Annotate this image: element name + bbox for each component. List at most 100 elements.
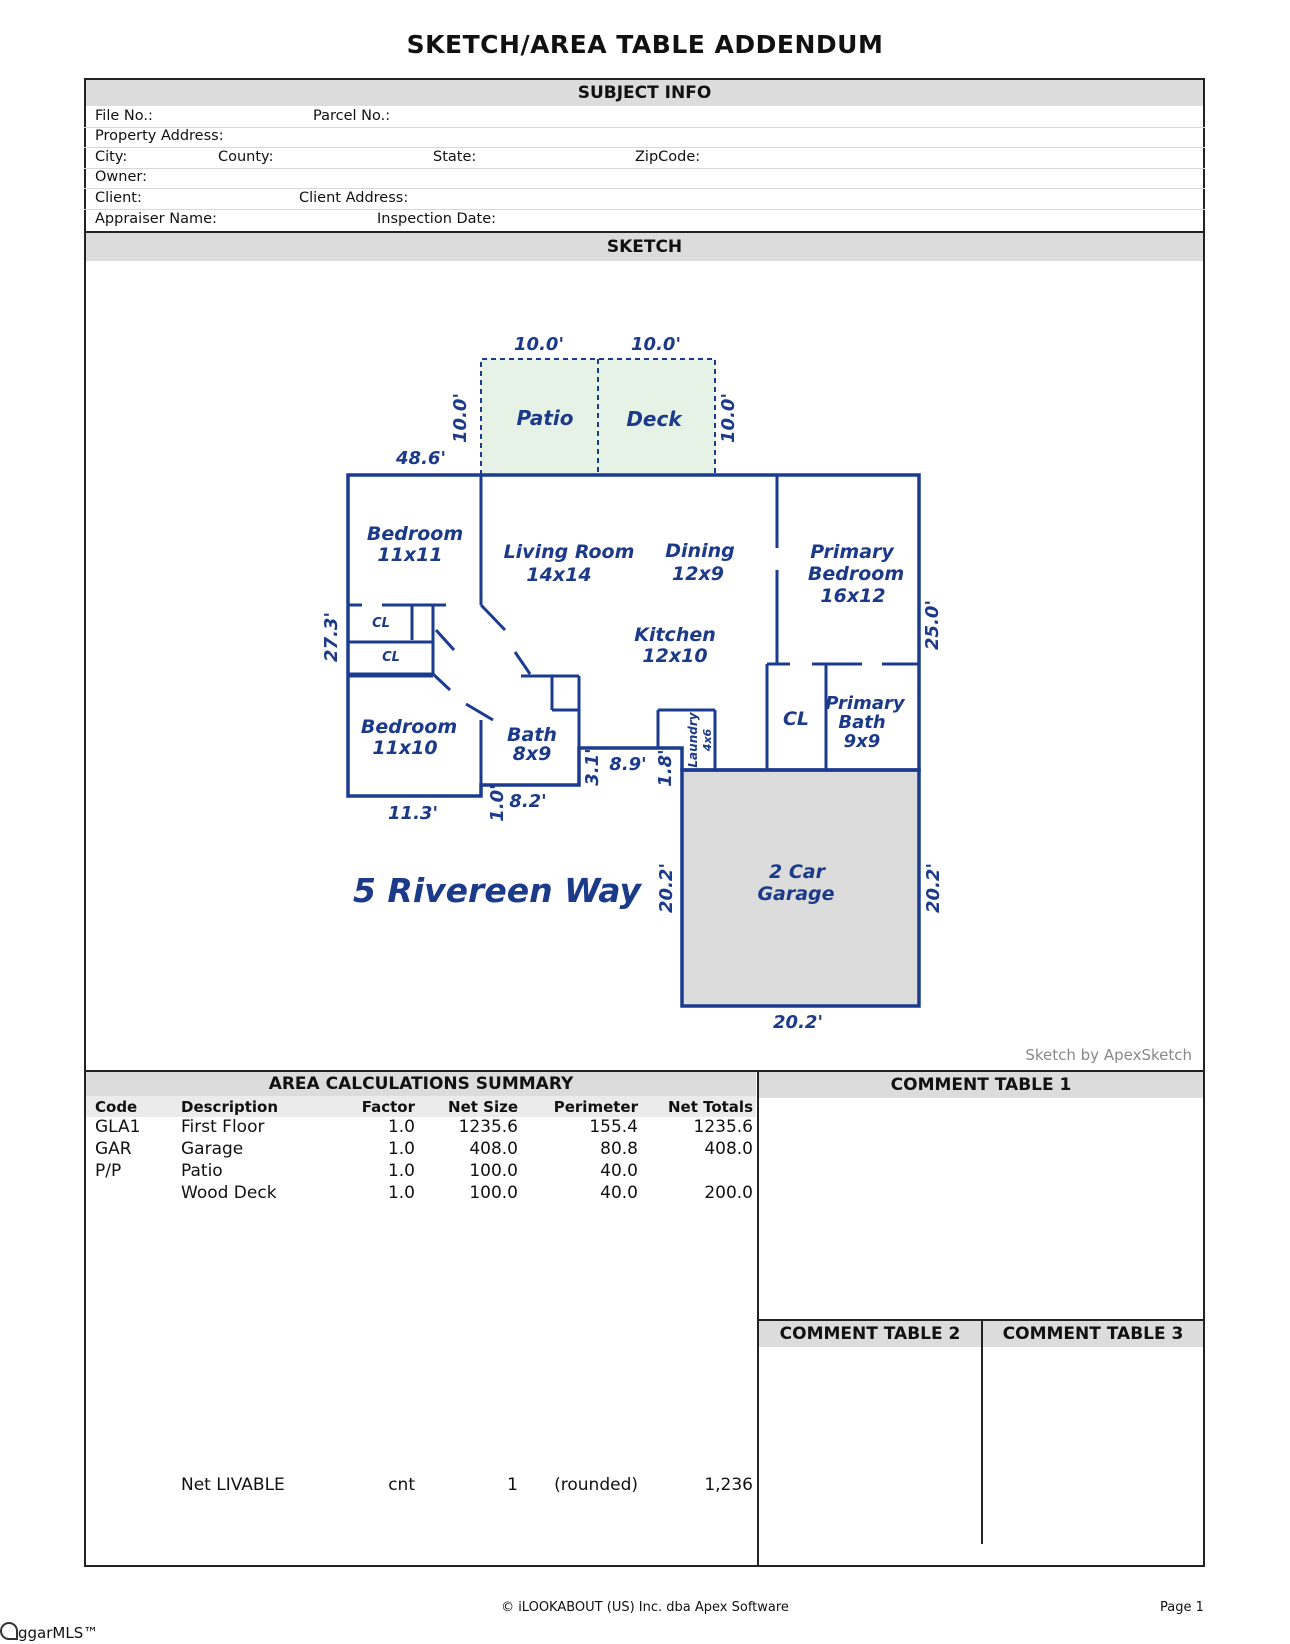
kitchen-size: 12x10 bbox=[642, 645, 707, 667]
kitchen-label: Kitchen bbox=[634, 624, 716, 646]
bath-label: Bath bbox=[507, 724, 557, 746]
dim-deck-right: 10.0' bbox=[718, 393, 739, 443]
col-net-totals: Net Totals bbox=[667, 1098, 753, 1116]
table-row-4-net-totals: 200.0 bbox=[704, 1183, 753, 1203]
table-row-4-net-size: 100.0 bbox=[469, 1183, 518, 1203]
table-row-1-code: GLA1 bbox=[95, 1117, 141, 1137]
col-net-size: Net Size bbox=[448, 1098, 518, 1116]
page-title: SKETCH/AREA TABLE ADDENDUM bbox=[406, 30, 884, 59]
mls-logo-text: ggarMLS™ bbox=[18, 1624, 99, 1642]
dim-middle-run: 8.9' bbox=[609, 754, 646, 775]
footer-page-number: Page 1 bbox=[1160, 1600, 1204, 1615]
street-name: 5 Rivereen Way bbox=[353, 871, 642, 910]
dim-right-wall: 25.0' bbox=[922, 600, 943, 650]
table-row-4-factor: 1.0 bbox=[387, 1183, 415, 1203]
state-label: State: bbox=[433, 149, 477, 165]
interior-walls bbox=[348, 475, 919, 785]
table-row-2-net-totals: 408.0 bbox=[704, 1139, 753, 1159]
area-column-header-band bbox=[86, 1096, 756, 1117]
laundry-size: 4x6 bbox=[701, 728, 714, 752]
col-perimeter: Perimeter bbox=[553, 1098, 638, 1116]
deck-area bbox=[598, 359, 715, 475]
table-row-4-description: Wood Deck bbox=[181, 1183, 277, 1203]
mls-watermark: ggarMLS™ bbox=[0, 1622, 98, 1642]
info-row-client: Client: Client Address: bbox=[84, 189, 1205, 210]
patio-area bbox=[481, 359, 598, 475]
bedroom2-size: 11x10 bbox=[372, 737, 437, 759]
living-room-label: Living Room bbox=[504, 541, 635, 563]
county-label: County: bbox=[218, 149, 274, 165]
col-factor: Factor bbox=[361, 1098, 415, 1116]
city-label: City: bbox=[95, 149, 128, 165]
info-row-file: File No.: Parcel No.: bbox=[84, 107, 1205, 128]
dining-label: Dining bbox=[665, 540, 734, 562]
bath-size: 8x9 bbox=[513, 743, 552, 765]
subject-info-heading: SUBJECT INFO bbox=[86, 80, 1203, 106]
table-row-1-net-size: 1235.6 bbox=[458, 1117, 518, 1137]
divider-comment-1-2 bbox=[759, 1319, 1205, 1321]
table-row-3-factor: 1.0 bbox=[387, 1161, 415, 1181]
dim-garage-left: 20.2' bbox=[656, 863, 677, 913]
primary-bath-size: 9x9 bbox=[844, 731, 881, 752]
table-row-3-net-size: 100.0 bbox=[469, 1161, 518, 1181]
sketch-credit: Sketch by ApexSketch bbox=[1025, 1046, 1192, 1064]
dim-garage-bottom: 20.2' bbox=[773, 1012, 823, 1033]
dim-top-wall: 48.6' bbox=[395, 448, 446, 469]
form-frame bbox=[84, 78, 1205, 1567]
table-row-1-description: First Floor bbox=[181, 1117, 265, 1137]
primary-bedroom-label-1: Primary bbox=[810, 541, 895, 563]
table-row-2-description: Garage bbox=[181, 1139, 244, 1159]
garage-label-2: Garage bbox=[757, 883, 834, 905]
net-livable-factor: cnt bbox=[388, 1475, 415, 1495]
dim-bottom-left: 11.3' bbox=[388, 803, 438, 824]
comment-table-3-heading: COMMENT TABLE 3 bbox=[983, 1321, 1203, 1347]
dining-size: 12x9 bbox=[672, 563, 724, 585]
table-row-2-code: GAR bbox=[95, 1139, 132, 1159]
col-description: Description bbox=[181, 1098, 279, 1116]
table-row-1-factor: 1.0 bbox=[387, 1117, 415, 1137]
dim-step-18: 1.8' bbox=[655, 749, 676, 786]
closet-label-1: CL bbox=[372, 616, 390, 631]
info-row-address: Property Address: bbox=[84, 127, 1205, 148]
col-code: Code bbox=[95, 1098, 138, 1116]
table-row-4-perimeter: 40.0 bbox=[600, 1183, 638, 1203]
inspection-date-label: Inspection Date: bbox=[377, 211, 497, 227]
zipcode-label: ZipCode: bbox=[635, 149, 701, 165]
dim-step-3: 3.1' bbox=[582, 748, 603, 785]
comment-table-2-heading: COMMENT TABLE 2 bbox=[759, 1321, 981, 1347]
client-address-label: Client Address: bbox=[299, 190, 409, 206]
info-row-city: City: County: State: ZipCode: bbox=[84, 148, 1205, 169]
owner-label: Owner: bbox=[95, 169, 147, 185]
net-livable-label: Net LIVABLE bbox=[181, 1475, 285, 1495]
closet-label-2: CL bbox=[382, 650, 400, 665]
dim-garage-right: 20.2' bbox=[923, 863, 944, 913]
divider-area-top bbox=[84, 1070, 1205, 1072]
dim-patio-left: 10.0' bbox=[450, 393, 471, 443]
dim-bath-bottom: 8.2' bbox=[509, 791, 546, 812]
area-summary-heading: AREA CALCULATIONS SUMMARY bbox=[86, 1072, 756, 1096]
file-no-label: File No.: bbox=[95, 108, 153, 124]
patio-label: Patio bbox=[516, 406, 573, 430]
deck-label: Deck bbox=[626, 407, 683, 431]
dim-step-1: 1.0' bbox=[487, 784, 508, 821]
garage-area bbox=[680, 768, 921, 1008]
bedroom1-size: 11x11 bbox=[377, 544, 442, 566]
bedroom2-label: Bedroom bbox=[361, 716, 457, 738]
laundry-label: Laundry bbox=[686, 711, 700, 767]
primary-bath-label-2: Bath bbox=[838, 712, 885, 733]
client-label: Client: bbox=[95, 190, 142, 206]
garage-label-1: 2 Car bbox=[769, 861, 827, 883]
property-address-label: Property Address: bbox=[95, 128, 224, 144]
table-row-3-perimeter: 40.0 bbox=[600, 1161, 638, 1181]
living-room-size: 14x14 bbox=[526, 564, 591, 586]
table-row-3-code: P/P bbox=[95, 1161, 122, 1181]
parcel-no-label: Parcel No.: bbox=[313, 108, 391, 124]
divider-area-comments bbox=[757, 1070, 759, 1567]
net-livable-total: 1,236 bbox=[704, 1475, 753, 1495]
table-row-1-net-totals: 1235.6 bbox=[693, 1117, 753, 1137]
footer-copyright: © iLOOKABOUT (US) Inc. dba Apex Software bbox=[501, 1600, 789, 1615]
comment-table-1-heading: COMMENT TABLE 1 bbox=[759, 1072, 1203, 1098]
net-livable-count: 1 bbox=[507, 1475, 518, 1495]
table-row-2-net-size: 408.0 bbox=[469, 1139, 518, 1159]
